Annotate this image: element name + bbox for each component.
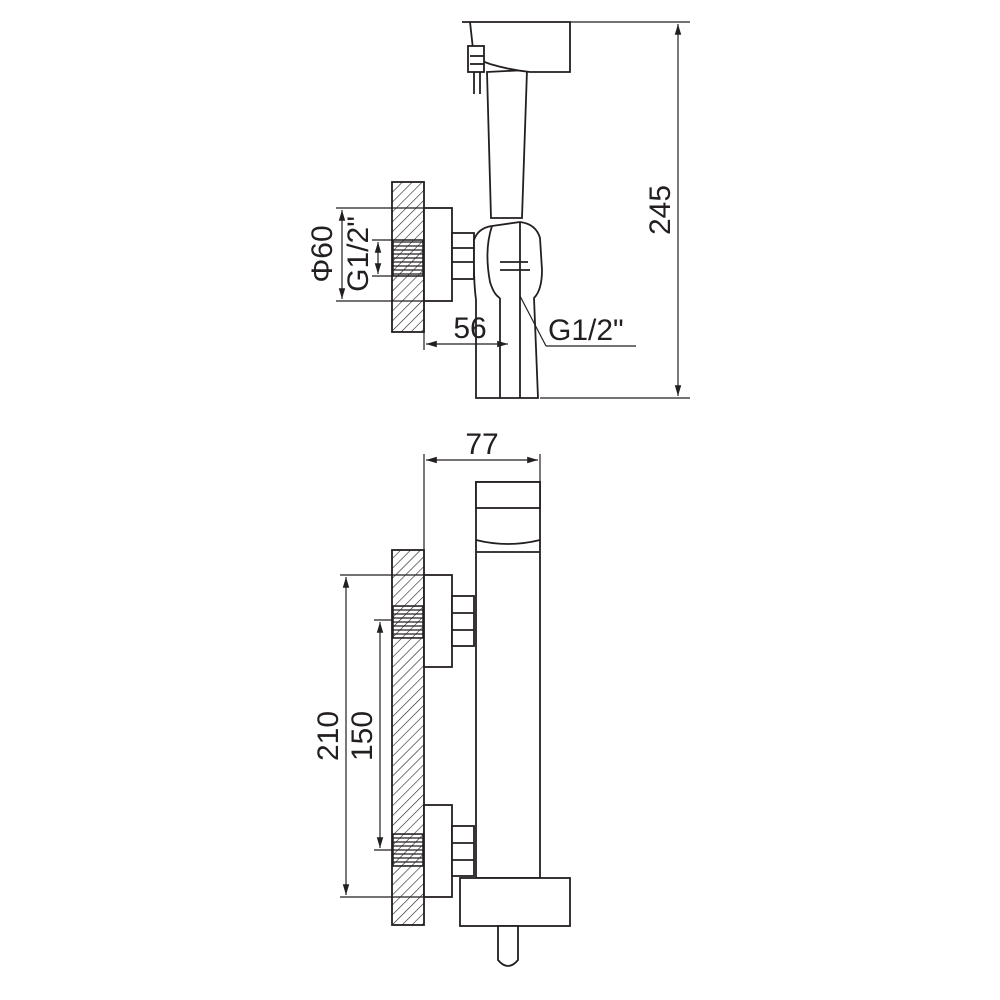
wall-thread-lower bbox=[392, 833, 424, 867]
outlet-spout bbox=[497, 925, 519, 967]
wall-thread-top bbox=[392, 239, 424, 277]
valve-body-side bbox=[473, 221, 543, 399]
dim-thread-wall: G1/2" bbox=[342, 216, 375, 292]
flange-top bbox=[423, 207, 453, 302]
handle-grip bbox=[486, 69, 528, 219]
flange-upper bbox=[423, 574, 453, 668]
valve-cap bbox=[475, 481, 541, 509]
dim-centers-210: 210 bbox=[312, 711, 345, 761]
trigger-button bbox=[467, 45, 485, 73]
nut-upper bbox=[451, 595, 475, 647]
dim-height-245: 245 bbox=[644, 185, 677, 235]
nut-lower bbox=[451, 825, 475, 877]
side-view: 245 Φ60 G1/2" 56 G1/2" bbox=[306, 21, 690, 399]
bottom-block bbox=[459, 877, 571, 927]
front-view: 77 210 150 bbox=[312, 428, 571, 967]
nut-top bbox=[451, 232, 475, 280]
dim-width-77: 77 bbox=[465, 428, 498, 461]
dim-thread-outlet: G1/2" bbox=[548, 314, 624, 347]
dim-diameter-60: Φ60 bbox=[306, 225, 339, 282]
wall-thread-upper bbox=[392, 605, 424, 639]
dim-depth-56: 56 bbox=[453, 312, 486, 345]
valve-column bbox=[475, 481, 541, 879]
flange-lower bbox=[423, 804, 453, 898]
dim-centers-150: 150 bbox=[346, 711, 379, 761]
